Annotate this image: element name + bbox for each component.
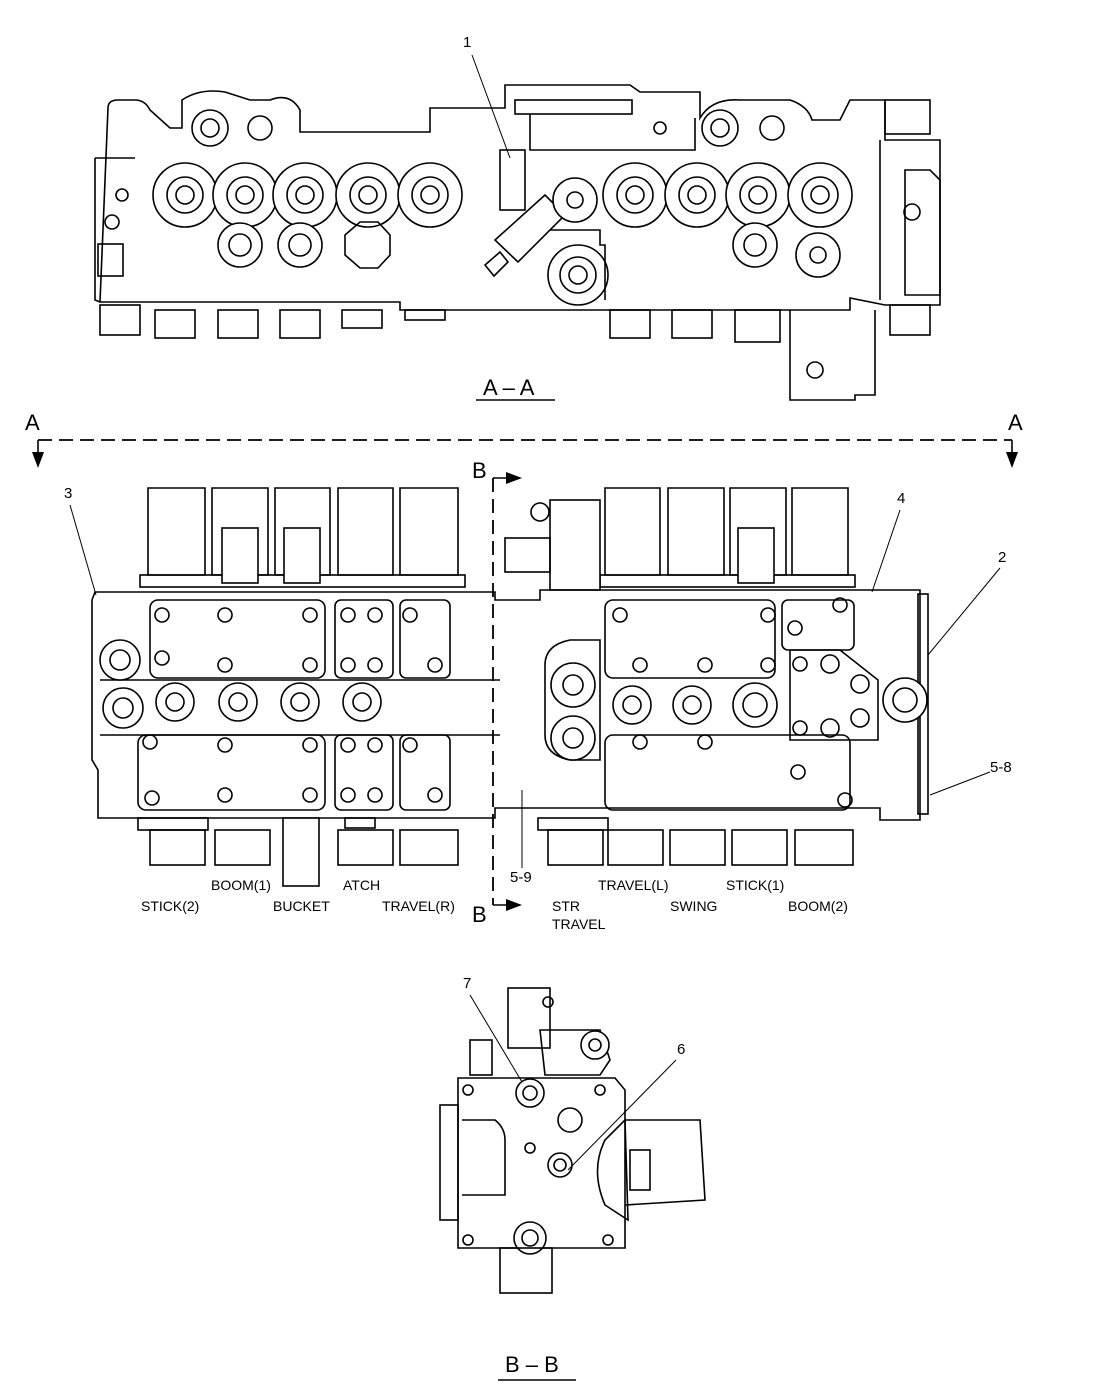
section-b-top-letter: B	[472, 458, 487, 483]
label-boom2: BOOM(2)	[788, 898, 848, 914]
callout-1: 1	[463, 34, 471, 51]
callout-5-9: 5-9	[510, 869, 532, 886]
aa-solenoid	[483, 149, 598, 278]
aa-pilot-caps-left	[104, 109, 463, 269]
view-a-a: 1 A – A	[94, 34, 941, 401]
callout-7: 7	[463, 975, 471, 992]
main-hex-bolts	[142, 597, 853, 808]
aa-bottom-ports	[99, 304, 931, 401]
section-line-a: A A	[25, 410, 1023, 468]
label-atch: ATCH	[343, 877, 380, 893]
label-travel-l: TRAVEL(L)	[598, 877, 669, 893]
callout-3: 3	[64, 485, 72, 502]
label-stick2: STICK(2)	[141, 898, 199, 914]
callout-2: 2	[998, 549, 1006, 566]
main-plugs	[99, 639, 928, 761]
label-stick1: STICK(1)	[726, 877, 784, 893]
callout-6: 6	[677, 1041, 685, 1058]
main-top-caps	[139, 487, 856, 591]
label-str-travel-line1: STR	[552, 898, 580, 914]
label-str-travel-line2: TRAVEL	[552, 916, 606, 932]
aa-pilot-caps-right	[540, 109, 921, 306]
main-bottom-ports	[137, 817, 854, 887]
label-swing: SWING	[670, 898, 717, 914]
view-main: B B 3 4 2 5-8 5-9 STICK(2) BOOM(1) BUCKE…	[64, 458, 1012, 932]
callout-5-8: 5-8	[990, 759, 1012, 776]
section-a-left-letter: A	[25, 410, 40, 435]
label-bucket: BUCKET	[273, 898, 330, 914]
label-travel-r: TRAVEL(R)	[382, 898, 455, 914]
section-title-a-a: A – A	[483, 375, 535, 400]
label-boom1: BOOM(1)	[211, 877, 271, 893]
callout-4: 4	[897, 490, 905, 507]
section-line-b: B B	[472, 458, 522, 927]
section-a-right-letter: A	[1008, 410, 1023, 435]
view-b-b: 7 6 B – B	[439, 975, 706, 1381]
section-title-b-b: B – B	[505, 1352, 559, 1377]
section-b-bottom-letter: B	[472, 902, 487, 927]
